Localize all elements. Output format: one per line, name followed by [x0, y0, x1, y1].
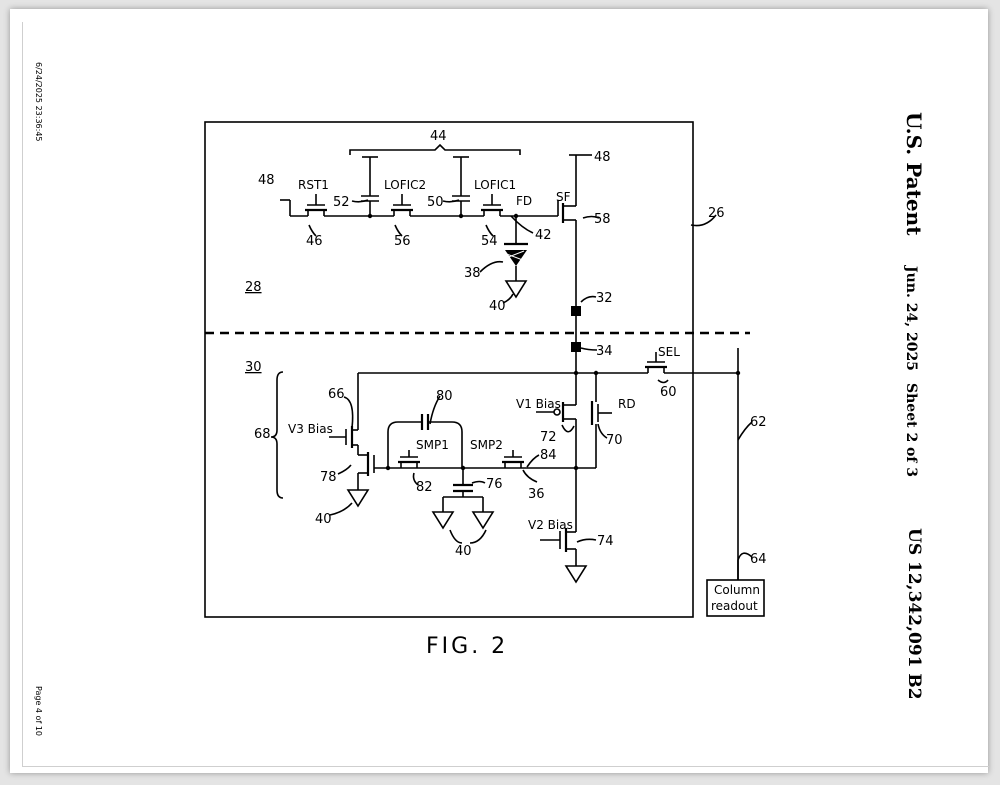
ref-32: 32 — [596, 291, 613, 306]
ref-64: 64 — [750, 552, 767, 567]
ref-34: 34 — [596, 344, 613, 359]
readout-label-line2: readout — [711, 599, 758, 613]
label-smp2: SMP2 — [470, 438, 503, 452]
ref-40-top: 40 — [489, 299, 506, 314]
ref-84: 84 — [540, 448, 557, 463]
figure-caption: FIG. 2 — [426, 634, 508, 659]
ref-78: 78 — [320, 470, 337, 485]
ref-56: 56 — [394, 234, 411, 249]
ref-28: 28 — [245, 280, 262, 295]
label-smp1: SMP1 — [416, 438, 449, 452]
diagram-labels: 44 48 48 RST1 LOFIC2 LOFIC1 SF FD 52 50 … — [245, 129, 767, 659]
label-v3-bias: V3 Bias — [288, 422, 333, 436]
ref-46: 46 — [306, 234, 323, 249]
label-v2-bias: V2 Bias — [528, 518, 573, 532]
pixel-boundary-box — [204, 121, 694, 618]
label-lofic1: LOFIC1 — [474, 178, 516, 192]
ref-70: 70 — [606, 433, 623, 448]
ref-26: 26 — [708, 206, 725, 221]
ref-44: 44 — [430, 129, 447, 144]
ref-38: 38 — [464, 266, 481, 281]
ref-40-left: 40 — [315, 512, 332, 527]
ref-54: 54 — [481, 234, 498, 249]
patent-sheet — [10, 9, 988, 773]
ref-40-bottom: 40 — [455, 544, 472, 559]
ref-58: 58 — [594, 212, 611, 227]
readout-label-line1: Column — [714, 583, 760, 597]
page-edge — [22, 22, 989, 767]
ref-48-left: 48 — [258, 173, 275, 188]
ref-68: 68 — [254, 427, 271, 442]
ref-60: 60 — [660, 385, 677, 400]
leader-lines — [308, 154, 753, 580]
ref-30: 30 — [245, 360, 262, 375]
bottom-readout-circuit — [270, 342, 765, 617]
ref-80: 80 — [436, 389, 453, 404]
label-fd: FD — [516, 194, 532, 208]
ref-62: 62 — [750, 415, 767, 430]
ref-48-right: 48 — [594, 150, 611, 165]
ref-72: 72 — [540, 430, 557, 445]
ref-82: 82 — [416, 480, 433, 495]
ref-74: 74 — [597, 534, 614, 549]
ref-50: 50 — [427, 195, 444, 210]
label-lofic2: LOFIC2 — [384, 178, 426, 192]
ref-66: 66 — [328, 387, 345, 402]
label-rst1: RST1 — [298, 178, 329, 192]
top-pixel-circuit — [280, 143, 583, 316]
ref-52: 52 — [333, 195, 350, 210]
label-v1-bias: V1 Bias — [516, 397, 561, 411]
label-rd: RD — [618, 397, 636, 411]
ref-42: 42 — [535, 228, 552, 243]
label-sel: SEL — [658, 345, 680, 359]
label-sf: SF — [556, 190, 571, 204]
ref-76: 76 — [486, 477, 503, 492]
ref-36: 36 — [528, 487, 545, 502]
